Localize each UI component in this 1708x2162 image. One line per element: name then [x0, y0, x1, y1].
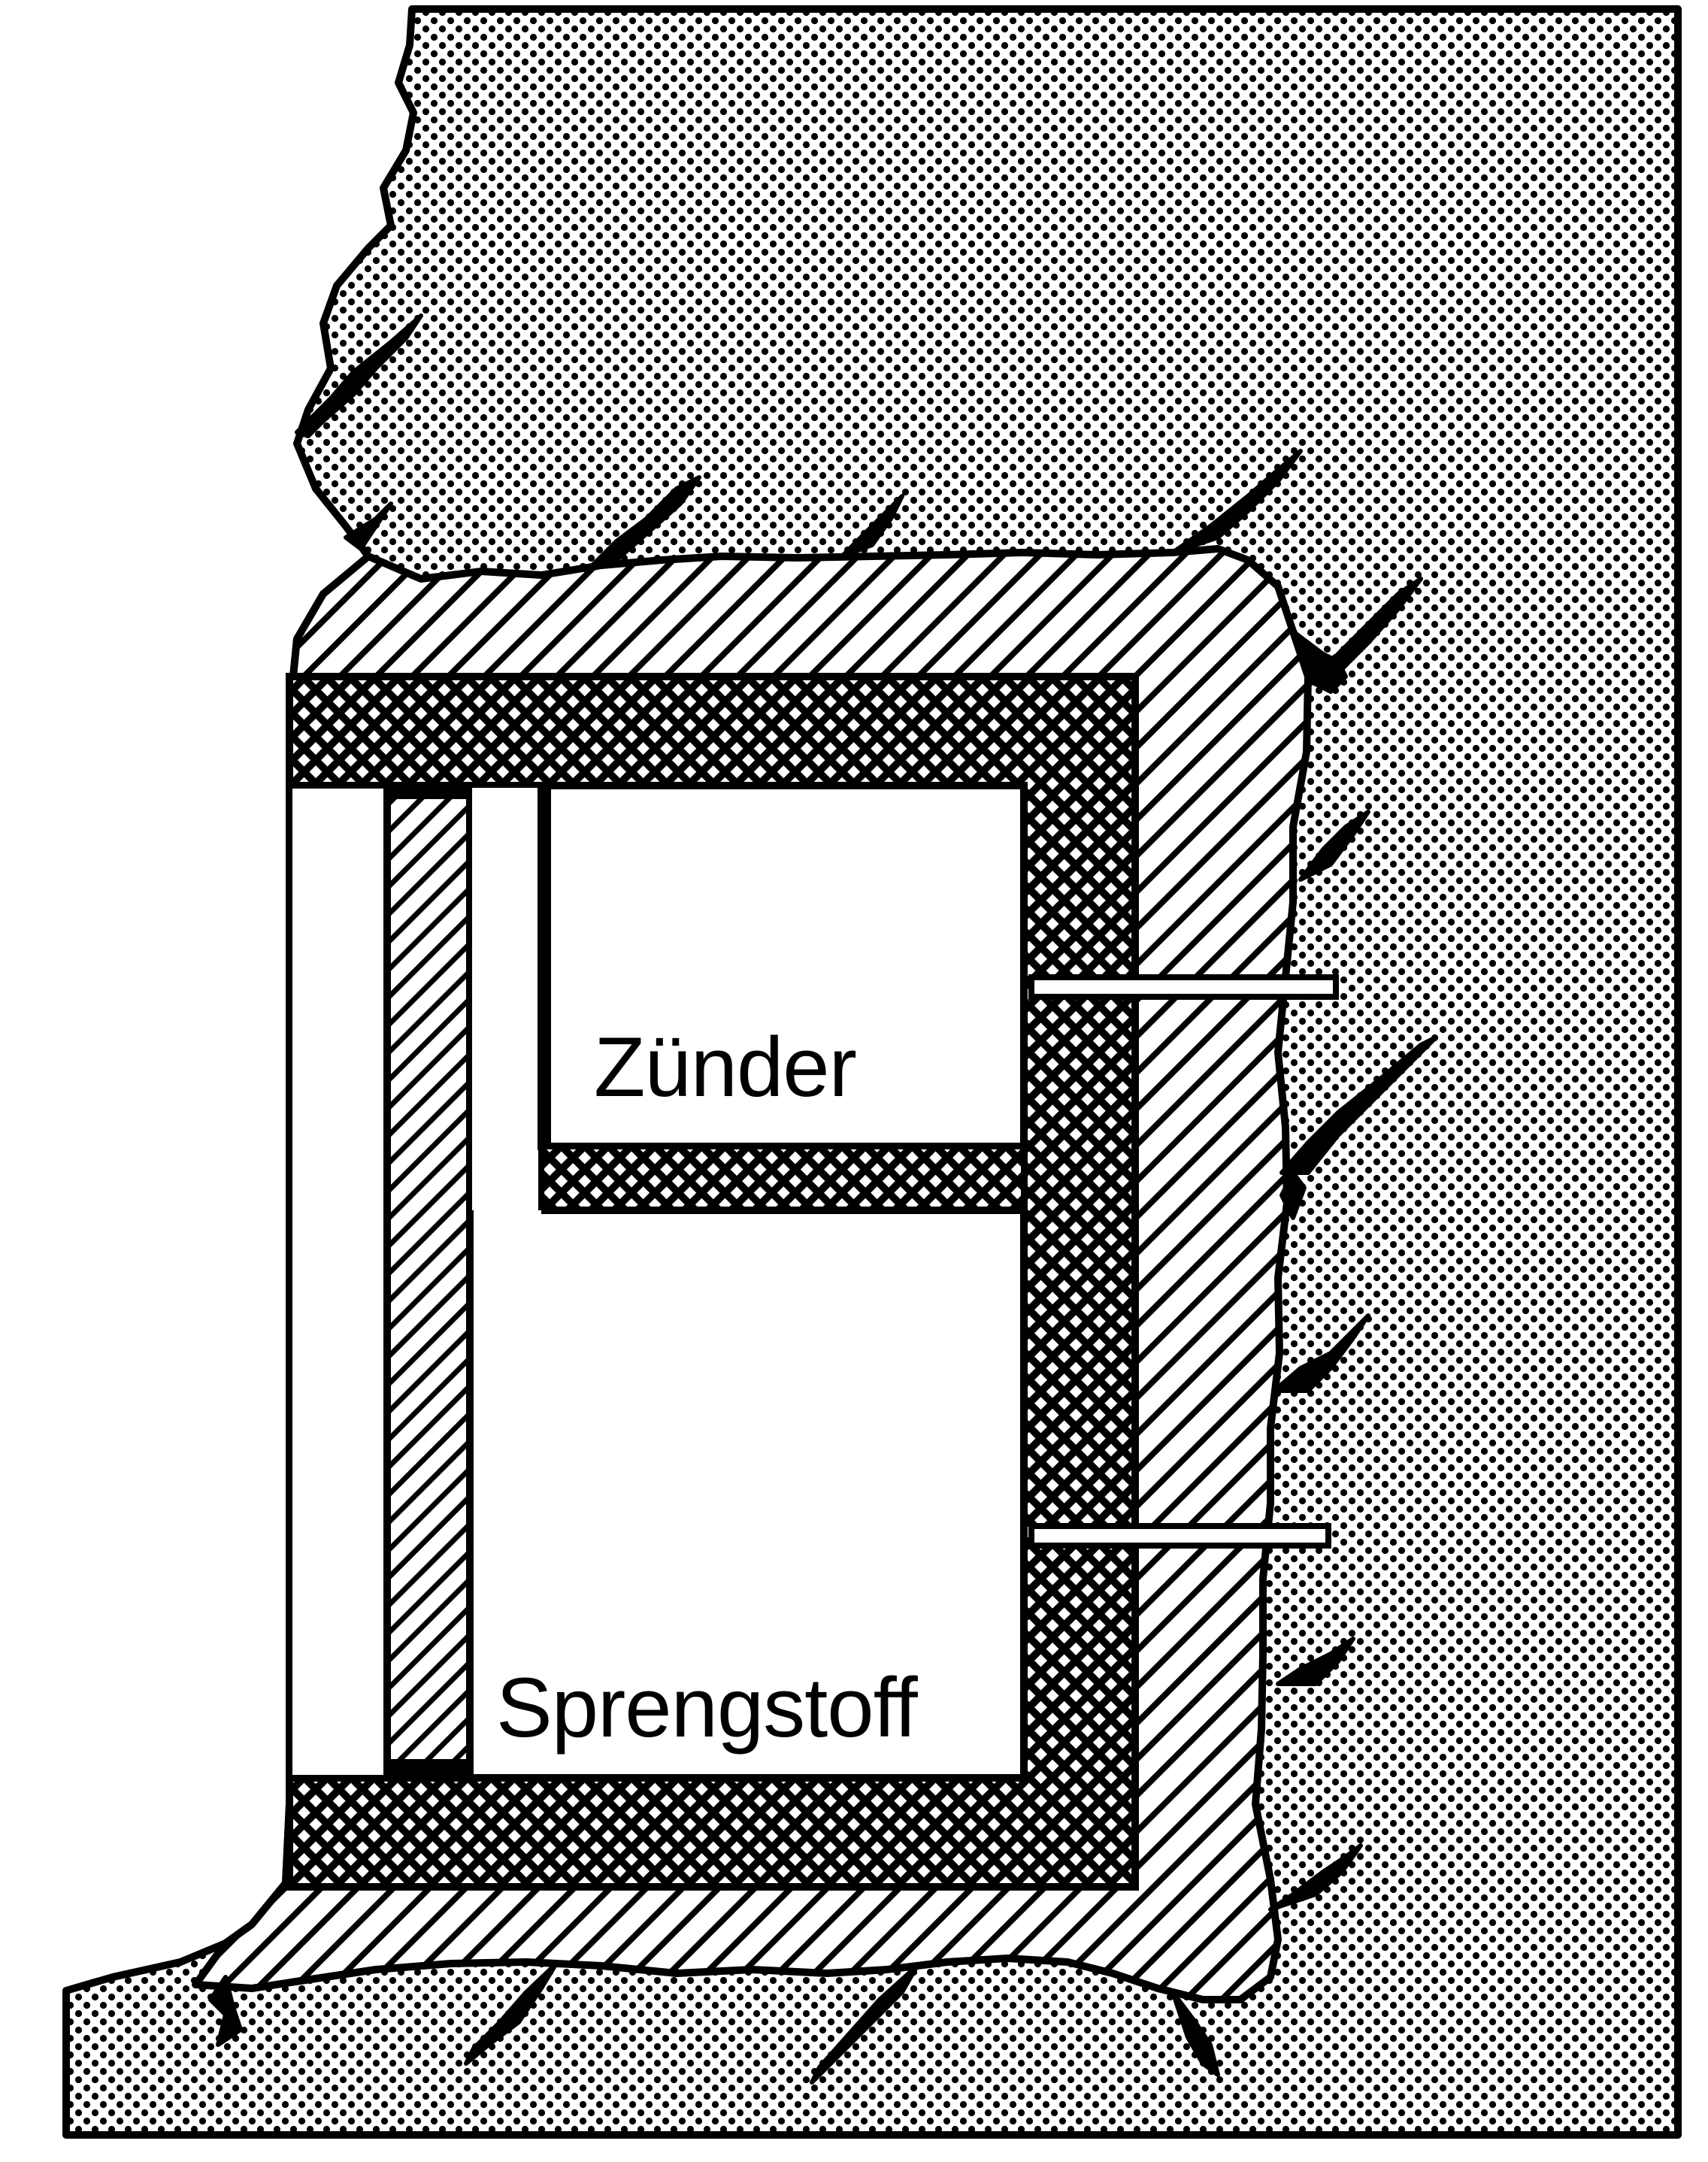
igniter-label: Zünder [594, 1020, 856, 1114]
anchor-rods [1028, 974, 1339, 1549]
igniter-separator [538, 1143, 1027, 1213]
explosive-label: Sprengstoff [496, 1661, 919, 1755]
outer-strip [286, 783, 390, 1781]
anchor-rod-lower [1028, 1523, 1331, 1549]
anchor-rod-upper [1028, 974, 1339, 1000]
inner-plate [383, 782, 474, 1782]
explosive-chamber [470, 1210, 1024, 1778]
igniter-chamber [538, 782, 1028, 1150]
rock-cracks [208, 313, 1438, 2085]
